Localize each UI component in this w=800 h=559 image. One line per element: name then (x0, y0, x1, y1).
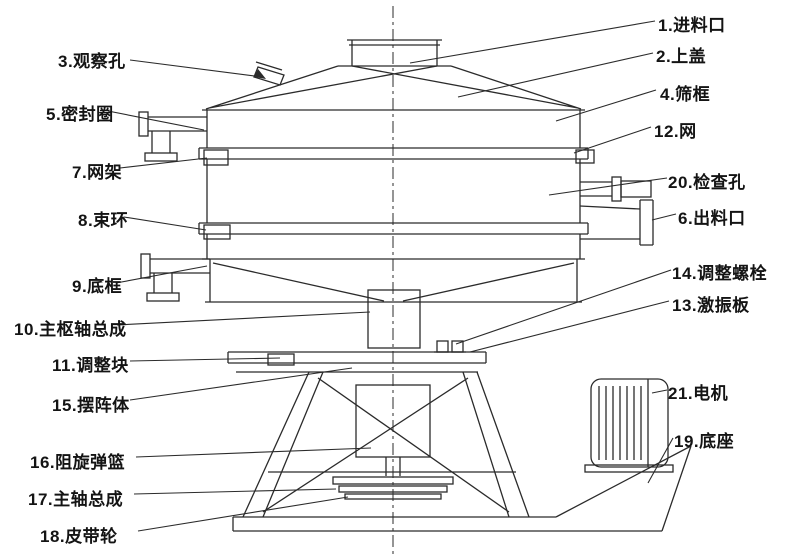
motor-drawing (584, 378, 674, 473)
label-inspection-hole: 20.检查孔 (668, 173, 746, 192)
label-seal-ring: 5.密封圈 (46, 105, 114, 124)
label-vibration-plate: 13.激振板 (672, 296, 750, 315)
label-adjustment-block: 11.调整块 (52, 356, 129, 375)
label-main-pivot-assembly: 10.主枢轴总成 (14, 320, 127, 339)
pulley-drawing (332, 476, 454, 500)
pivot-assembly-drawing (367, 289, 421, 349)
bottom-frame-clamp-drawing (140, 253, 210, 302)
label-sieve-frame: 4.筛框 (660, 85, 711, 104)
label-motor: 21.电机 (668, 384, 729, 403)
label-spring-basket: 16.阻旋弹篮 (30, 453, 126, 472)
label-adjustment-bolt: 14.调整螺栓 (672, 264, 768, 283)
label-feed-inlet: 1.进料口 (658, 16, 726, 35)
label-mesh-rack: 7.网架 (72, 163, 123, 182)
shaft-assembly-drawing (355, 384, 431, 476)
stand-legs-drawing (242, 371, 530, 518)
label-upper-cover: 2.上盖 (656, 47, 707, 66)
inspection-port-drawing (580, 176, 652, 202)
arrowhead (254, 69, 266, 79)
plate-assembly-drawing (227, 340, 487, 373)
label-swing-body: 15.摆阵体 (52, 396, 130, 415)
base-drawing (232, 445, 692, 532)
seal-ring-clamp-drawing (138, 111, 207, 162)
top-cover-drawing (202, 65, 585, 111)
discharge-outlet-drawing (579, 199, 654, 246)
label-base: 19.底座 (674, 432, 735, 451)
label-main-shaft-assembly: 17.主轴总成 (28, 490, 124, 509)
body-drawing (198, 110, 595, 303)
observation-hole-drawing (253, 61, 285, 86)
leader-lines (107, 20, 677, 532)
label-belt-pulley: 18.皮带轮 (40, 527, 118, 546)
label-discharge-outlet: 6.出料口 (678, 209, 746, 228)
label-observation-hole: 3.观察孔 (58, 52, 126, 71)
feed-inlet-drawing (338, 39, 451, 67)
label-clamp-ring: 8.束环 (78, 211, 129, 230)
label-mesh: 12.网 (654, 122, 697, 141)
label-bottom-frame: 9.底框 (72, 277, 123, 296)
